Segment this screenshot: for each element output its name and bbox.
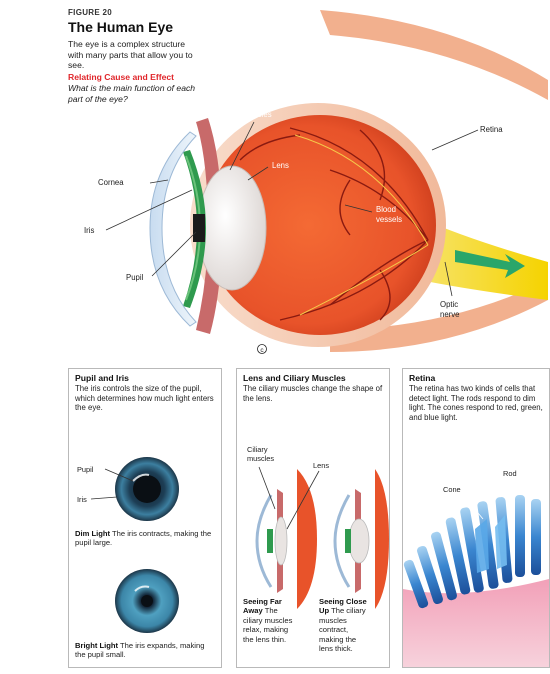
far-eye-section [297,469,317,609]
panel-pupil-iris: Pupil and Iris The iris controls the siz… [68,368,222,668]
label-blood-line2: vessels [376,215,402,225]
panel-retina: Retina The retina has two kinds of cells… [402,368,550,668]
close-text-1: The ciliary [331,606,366,615]
label-pupil: Pupil [126,273,143,283]
label-lens-small: Lens [313,461,329,470]
far-text-1: The [265,606,278,615]
label-rod: Rod [503,469,517,478]
copyright-icon: c [258,345,267,355]
label-lens: Lens [272,161,289,171]
label-cone: Cone [443,485,461,494]
close-text-4: making the [319,635,387,644]
label-ciliary-small-2: muscles [247,454,274,463]
label-iris-small: Iris [77,495,87,504]
label-optic-line2: nerve [440,310,460,320]
far-caption: Seeing Far Away The ciliary muscles rela… [243,597,313,644]
bright-light-caption: Bright Light The iris expands, making th… [75,641,217,660]
far-lens [275,517,287,565]
lens-shape [198,166,266,290]
label-iris: Iris [84,226,94,236]
far-head-1: Seeing Far [243,597,313,606]
label-optic-line1: Optic [440,300,460,310]
label-ciliary-line1: Ciliary [243,100,272,110]
dim-light-head: Dim Light [75,529,110,538]
label-ciliary-muscles: Ciliary muscles [243,100,272,119]
pupil-iris-illustrations [69,369,221,667]
upper-lid-band [320,10,548,100]
dim-light-caption: Dim Light The iris contracts, making the… [75,529,217,548]
close-lens [349,519,369,563]
label-ciliary-line2: muscles [243,110,272,120]
panel-lens-ciliary: Lens and Ciliary Muscles The ciliary mus… [236,368,390,668]
eye-diagram: c [0,0,550,370]
far-text-4: the lens thin. [243,635,313,644]
close-text-3: contract, [319,625,387,634]
label-blood-vessels: Blood vessels [376,205,402,224]
close-text-5: lens thick. [319,644,387,653]
label-retina: Retina [480,125,503,135]
label-ciliary-small: Ciliary muscles [247,445,274,463]
close-text-2: muscles [319,616,387,625]
label-cornea: Cornea [98,178,124,188]
label-pupil-small: Pupil [77,465,93,474]
close-eye-section [375,469,389,609]
label-blood-line1: Blood [376,205,402,215]
pupil-shape [193,214,205,242]
retina-base-tissue [403,579,549,667]
far-head-2: Away [243,606,263,615]
bright-light-head: Bright Light [75,641,118,650]
far-text-2: ciliary muscles [243,616,313,625]
far-text-3: relax, making [243,625,313,634]
close-head-2: Up [319,606,329,615]
retina-cells-illustration [403,369,549,667]
close-caption: Seeing Close Up The ciliary muscles cont… [319,597,387,653]
close-head-1: Seeing Close [319,597,387,606]
label-ciliary-small-1: Ciliary [247,445,274,454]
label-optic-nerve: Optic nerve [440,300,460,319]
